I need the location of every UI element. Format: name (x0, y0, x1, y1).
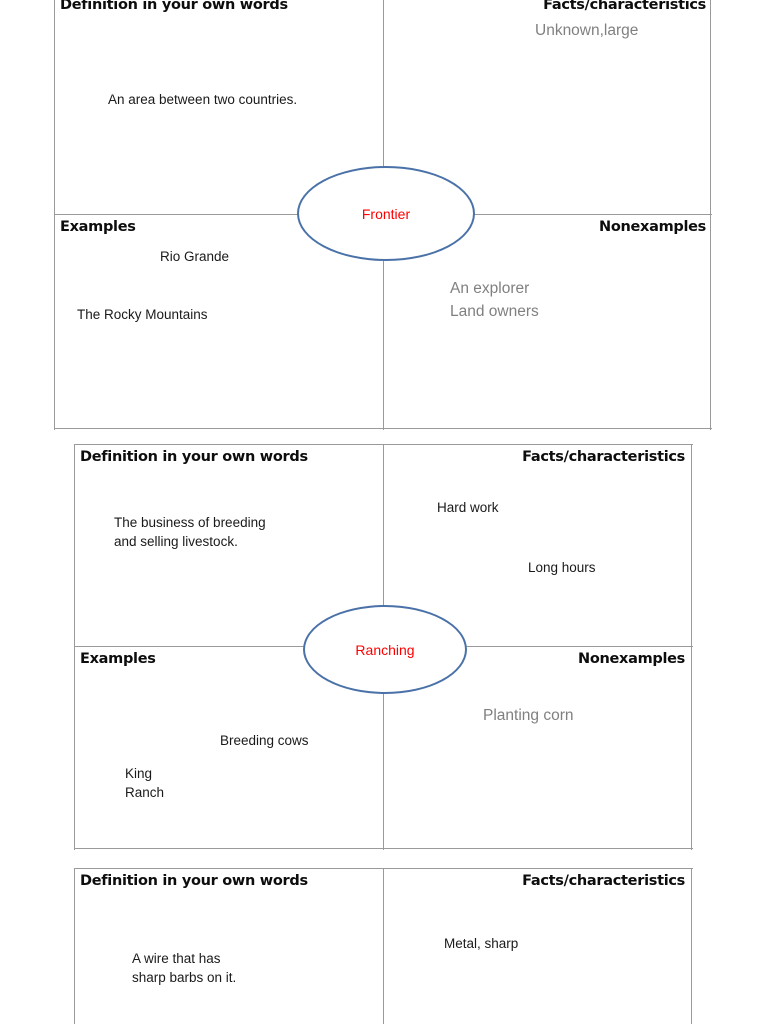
nonexample-item: Planting corn (483, 707, 574, 724)
heading-facts: Facts/characteristics (543, 0, 706, 13)
heading-examples: Examples (80, 651, 156, 667)
nonexample-item: An explorer (450, 280, 530, 297)
center-word-oval: Ranching (303, 605, 467, 694)
quadrant-nonexamples: Nonexamples Planting corn (385, 648, 691, 848)
heading-nonexamples: Nonexamples (577, 651, 685, 667)
example-item: Rio Grande (160, 249, 230, 264)
definition-text: An area between two countries. (108, 92, 298, 107)
nonexample-item: Land owners (450, 303, 539, 320)
quadrant-definition: Definition in your own words The busines… (74, 446, 383, 646)
quadrant-facts: Facts/characteristics Unknown,large (385, 0, 712, 214)
example-item: King Ranch (125, 766, 165, 800)
quadrant-facts: Facts/characteristics Hard work Long hou… (385, 446, 691, 646)
center-word-oval: Frontier (297, 166, 475, 261)
frame-left-border (54, 0, 55, 430)
frame-right-border (691, 444, 692, 850)
fact-item: Long hours (528, 560, 596, 575)
fact-item: Hard work (437, 500, 499, 515)
frame-left-border (74, 444, 75, 850)
fact-item: Unknown,large (535, 22, 639, 39)
quadrant-facts: Facts/characteristics Metal, sharp (385, 870, 691, 1024)
heading-definition: Definition in your own words (80, 449, 308, 465)
frame-left-border (74, 868, 75, 1024)
heading-definition: Definition in your own words (80, 873, 308, 889)
vocabulary-word: Ranching (355, 641, 415, 658)
quadrant-vertical-divider (383, 868, 384, 1024)
example-item: Breeding cows (220, 733, 309, 748)
example-item: The Rocky Mountains (77, 307, 208, 322)
heading-facts: Facts/characteristics (522, 873, 685, 889)
frame-right-border (691, 868, 692, 1024)
heading-nonexamples: Nonexamples (598, 219, 706, 235)
quadrant-definition: Definition in your own words An area bet… (54, 0, 383, 214)
fact-item: Metal, sharp (444, 936, 519, 951)
heading-definition: Definition in your own words (60, 0, 288, 13)
definition-text: The business of breeding and selling liv… (114, 515, 266, 549)
frayer-diagram-ranching: Definition in your own words The busines… (74, 444, 693, 850)
heading-examples: Examples (60, 219, 136, 235)
quadrant-examples: Examples Rio Grande The Rocky Mountains (54, 216, 383, 428)
quadrant-definition: Definition in your own words A wire that… (74, 870, 383, 1024)
quadrant-examples: Examples Breeding cows King Ranch (74, 648, 383, 848)
frayer-diagram-partial: Definition in your own words A wire that… (74, 868, 693, 1024)
frame-right-border (710, 0, 711, 430)
quadrant-nonexamples: Nonexamples An explorer Land owners (385, 216, 712, 428)
definition-text: A wire that has sharp barbs on it. (132, 951, 237, 985)
vocabulary-word: Frontier (361, 205, 411, 222)
frayer-diagram-frontier: Definition in your own words An area bet… (54, 0, 712, 430)
heading-facts: Facts/characteristics (522, 449, 685, 465)
